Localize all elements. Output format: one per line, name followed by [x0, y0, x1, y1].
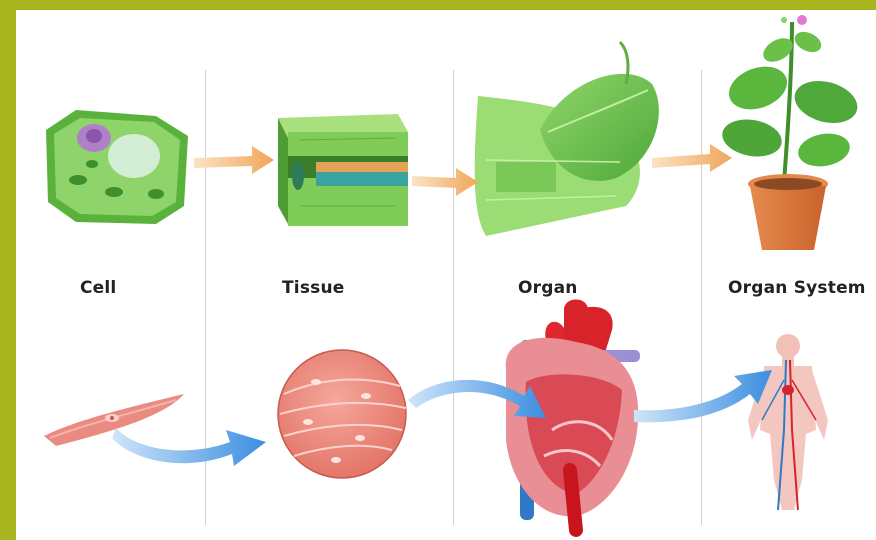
plant-tissue-illustration [278, 114, 408, 226]
diagram-panel: Cell Tissue Organ Organ System [16, 10, 876, 540]
plant-cell-illustration [46, 110, 188, 224]
potted-plant-illustration [719, 15, 862, 250]
diagram-artwork [16, 10, 876, 540]
stage-label-cell: Cell [80, 278, 116, 298]
plant-leaf-illustration [475, 42, 659, 236]
stage-label-tissue: Tissue [282, 278, 345, 298]
stage-label-organ: Organ [518, 278, 578, 298]
stage-label-organ-system: Organ System [728, 278, 866, 298]
arrow-cell-to-tissue-animal [112, 428, 266, 466]
arrow-organ-to-system-plant [652, 144, 732, 172]
human-circulatory-system-illustration [748, 334, 828, 510]
arrow-tissue-to-organ-plant [412, 168, 478, 196]
muscle-tissue-illustration [278, 350, 406, 478]
arrow-cell-to-tissue-plant [194, 146, 274, 174]
